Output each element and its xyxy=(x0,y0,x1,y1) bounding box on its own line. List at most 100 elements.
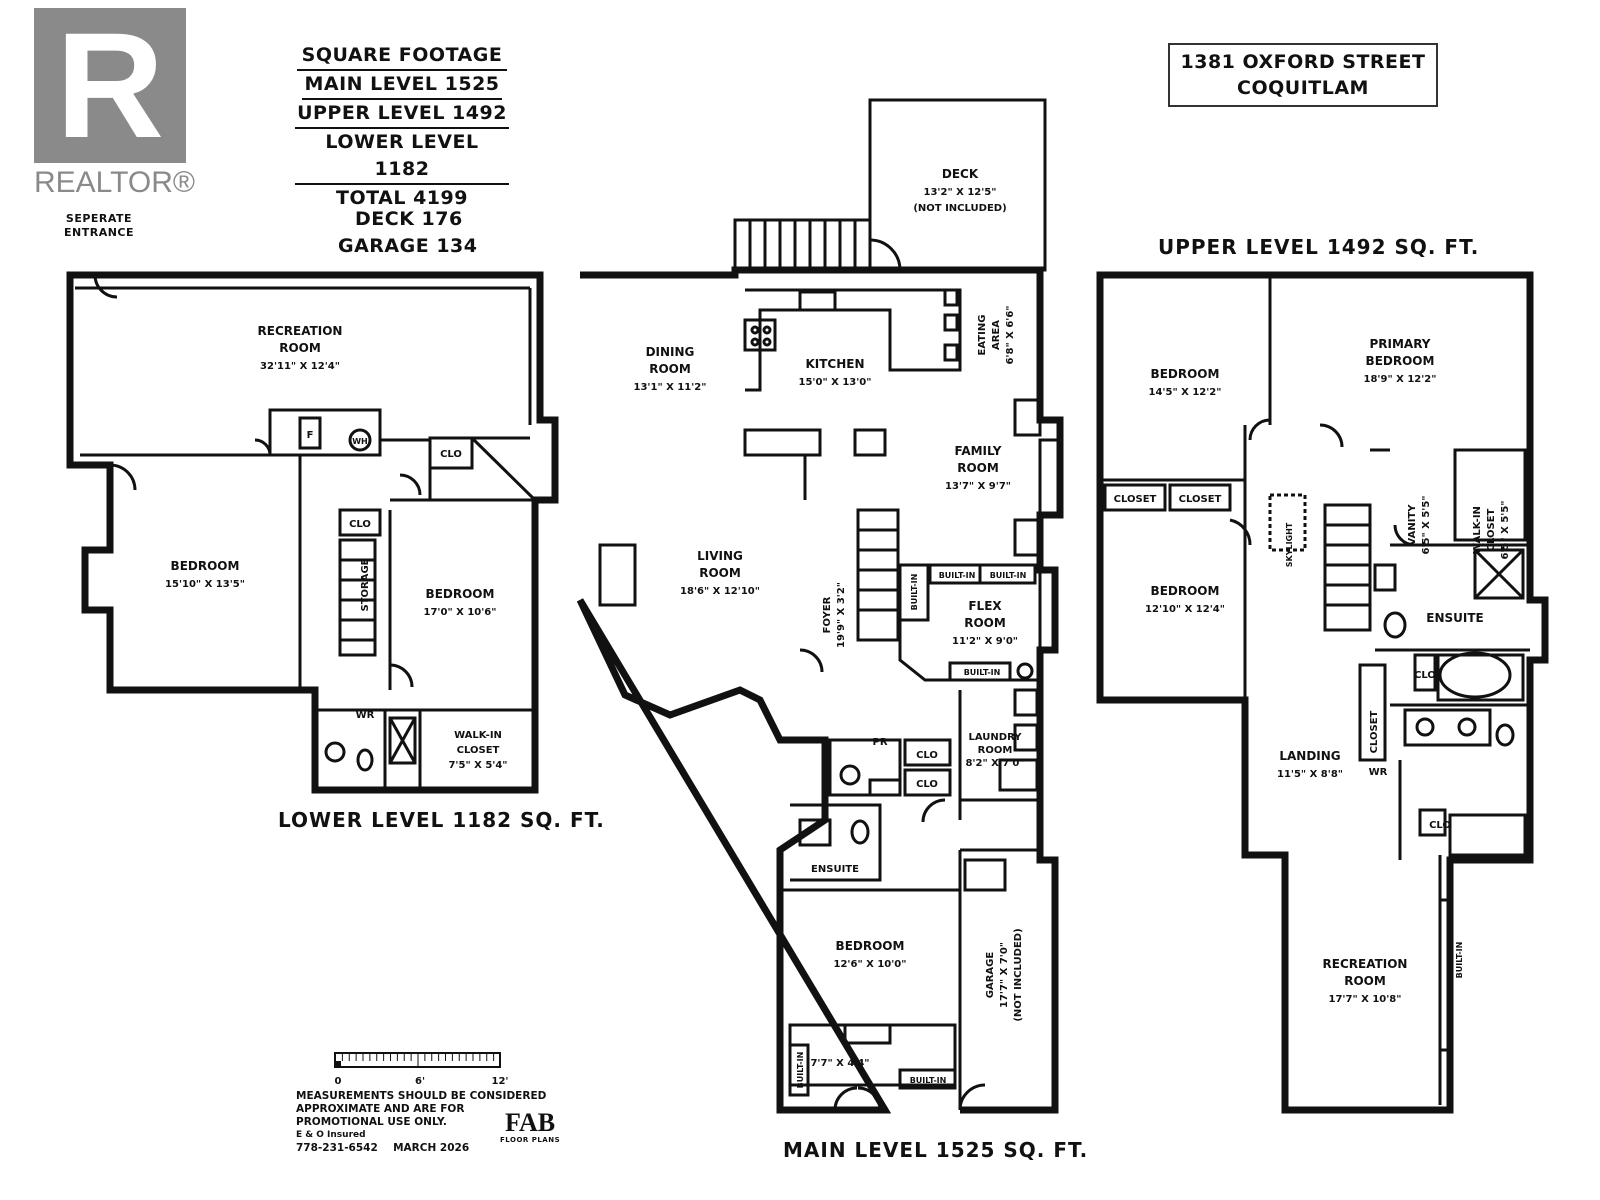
upper-closet-1 xyxy=(1103,483,1167,512)
main-garage-name: GARAGE xyxy=(985,952,996,999)
upper-landing-size: 11'5" X 8'8" xyxy=(1277,769,1343,780)
realtor-r-mark: R xyxy=(34,8,186,163)
lower-bedroom2-name: BEDROOM xyxy=(426,587,495,601)
upper-walkin-name-1: WALK-IN xyxy=(1472,506,1483,554)
main-builtin-3: BUILT-IN xyxy=(964,668,1001,677)
lower-bedroom1-size: 15'10" X 13'5" xyxy=(165,579,245,590)
disclaimer-line-3: PROMOTIONAL USE ONLY. xyxy=(296,1116,447,1128)
lower-clo-1 xyxy=(428,436,474,470)
main-dining-name-2: ROOM xyxy=(649,362,691,376)
main-builtin-2: BUILT-IN xyxy=(990,571,1027,580)
lower-recreation-name-2: ROOM xyxy=(279,341,321,355)
realtor-logo: R REALTOR® xyxy=(34,8,196,203)
main-deck-note: (NOT INCLUDED) xyxy=(913,203,1006,214)
upper-recreation-name-2: ROOM xyxy=(1344,974,1386,988)
sqft-total: TOTAL 4199 xyxy=(336,187,468,209)
lower-recreation-name-1: RECREATION xyxy=(258,324,343,338)
lower-storage-label: STORAGE xyxy=(360,558,371,611)
main-kitchen-size: 15'0" X 13'0" xyxy=(799,377,872,388)
upper-bedroom2-size: 12'10" X 12'4" xyxy=(1145,604,1225,615)
main-deck xyxy=(868,98,1047,272)
main-garage-note: (NOT INCLUDED) xyxy=(1013,928,1024,1021)
main-laundry-size: 8'2" X 7'0" xyxy=(965,758,1024,769)
main-laundry-name-1: LAUNDRY xyxy=(969,732,1023,743)
disclaimer: MEASUREMENTS SHOULD BE CONSIDERED APPROX… xyxy=(296,1090,546,1155)
scale-bar-ticks xyxy=(335,1053,501,1067)
upper-closet-2 xyxy=(1168,483,1232,512)
main-garage-size: 17'7" X 7'0" xyxy=(999,942,1010,1008)
upper-clo-label-2: CLO xyxy=(1429,820,1451,831)
fab-logo-name: FAB xyxy=(505,1108,556,1137)
sqft-deck: DECK 176 xyxy=(355,208,463,230)
main-bedroom-name: BEDROOM xyxy=(836,939,905,953)
main-powder-room xyxy=(828,738,902,797)
lower-bedroom2-size: 17'0" X 10'6" xyxy=(424,607,497,618)
lower-stairs xyxy=(338,538,377,657)
fab-floor-plans-logo: FAB FLOOR PLANS xyxy=(500,1108,561,1145)
main-family-size: 13'7" X 9'7" xyxy=(945,481,1011,492)
main-deck-name: DECK xyxy=(942,167,979,181)
main-clo-label-1: CLO xyxy=(916,750,938,761)
disclaimer-contact: 778-231-6542 MARCH 2026 xyxy=(296,1142,546,1155)
upper-bedroom1-name: BEDROOM xyxy=(1151,367,1220,381)
main-stairs xyxy=(856,508,900,642)
address-line1: 1381 OXFORD STREET xyxy=(1180,51,1426,73)
lower-level-walls xyxy=(66,271,559,794)
main-level-title: MAIN LEVEL 1525 SQ. FT. xyxy=(783,1138,1089,1162)
upper-bedroom2-name: BEDROOM xyxy=(1151,584,1220,598)
upper-landing-name: LANDING xyxy=(1279,749,1340,763)
fab-logo-sub: FLOOR PLANS xyxy=(500,1136,561,1144)
sqft-garage: GARAGE 134 xyxy=(338,235,478,257)
main-pr-label: PR xyxy=(872,737,887,748)
upper-wr-label: WR xyxy=(1369,767,1388,778)
upper-skylight-label: SKYLIGHT xyxy=(1285,522,1294,567)
upper-recreation-name-1: RECREATION xyxy=(1323,957,1408,971)
upper-primary-name-2: BEDROOM xyxy=(1366,354,1435,368)
lower-clo-2-label: CLO xyxy=(349,519,371,530)
upper-builtin-label: BUILT-IN xyxy=(1455,942,1464,979)
lower-walkin-size: 7'5" X 5'4" xyxy=(448,760,507,771)
lower-wh-label: WH xyxy=(352,437,368,446)
lower-clo-1-label: CLO xyxy=(440,449,462,460)
upper-recreation-size: 17'7" X 10'8" xyxy=(1329,994,1402,1005)
main-eating-name-1: EATING xyxy=(977,315,988,356)
sqft-upper-level: UPPER LEVEL 1492 xyxy=(295,100,509,129)
main-living-size: 18'6" X 12'10" xyxy=(680,586,760,597)
main-foyer-name: FOYER xyxy=(822,596,833,633)
main-clo-label-2: CLO xyxy=(916,779,938,790)
upper-level-walls xyxy=(1096,271,1549,1114)
upper-primary-size: 18'9" X 12'2" xyxy=(1364,374,1437,385)
main-builtin-5: BUILT-IN xyxy=(910,574,919,611)
main-flex-name-2: ROOM xyxy=(964,616,1006,630)
main-ensuite-name: ENSUITE xyxy=(811,864,859,875)
upper-vanity-name: VANITY xyxy=(1407,504,1418,546)
upper-closet-3-label: CLOSET xyxy=(1369,710,1380,753)
main-flex-name-1: FLEX xyxy=(968,599,1002,613)
upper-bedroom1-size: 14'5" X 12'2" xyxy=(1149,387,1222,398)
disclaimer-phone: 778-231-6542 xyxy=(296,1142,378,1154)
lower-recreation-size: 32'11" X 12'4" xyxy=(260,361,340,372)
disclaimer-line-2: APPROXIMATE AND ARE FOR xyxy=(296,1103,465,1115)
realtor-brand-text: REALTOR® xyxy=(34,166,196,199)
upper-skylight xyxy=(1268,493,1307,552)
furnace-room xyxy=(268,408,382,457)
scale-tick-0: 0 xyxy=(335,1076,342,1087)
lower-bedroom1-name: BEDROOM xyxy=(171,559,240,573)
upper-walkin xyxy=(1453,448,1527,542)
upper-stairs xyxy=(1323,503,1372,632)
upper-vanity-size: 6'5" X 5'5" xyxy=(1421,495,1432,554)
main-eating-name-2: AREA xyxy=(991,320,1002,350)
main-deck-size: 13'2" X 12'5" xyxy=(924,187,997,198)
lower-walkin-name-2: CLOSET xyxy=(457,745,500,756)
address-line2: COQUITLAM xyxy=(1237,77,1369,99)
scale-tick-12: 12' xyxy=(492,1076,509,1087)
main-dining-size: 13'1" X 11'2" xyxy=(634,382,707,393)
separate-entrance-label: SEPERATE ENTRANCE xyxy=(64,212,134,239)
main-flex-size: 11'2" X 9'0" xyxy=(952,636,1018,647)
address-box: 1381 OXFORD STREET COQUITLAM xyxy=(1168,43,1438,107)
upper-primary-name-1: PRIMARY xyxy=(1369,337,1430,351)
square-footage-summary: SQUARE FOOTAGE MAIN LEVEL 1525 UPPER LEV… xyxy=(282,42,522,212)
disclaimer-line-1: MEASUREMENTS SHOULD BE CONSIDERED xyxy=(296,1090,547,1102)
main-family-name-2: ROOM xyxy=(957,461,999,475)
